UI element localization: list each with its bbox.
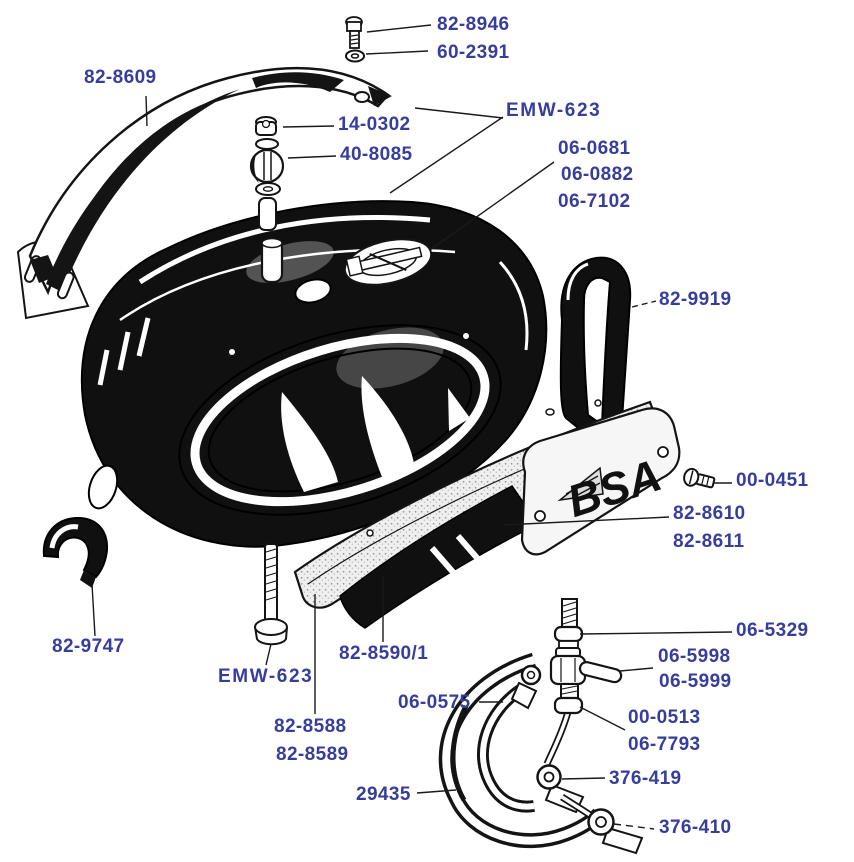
part-label-82-9919: 82-9919 [659,289,732,310]
part-label-06-5998: 06-5998 [658,646,731,667]
part-label-82-8611: 82-8611 [673,531,745,552]
part-label-06-0681: 06-0681 [558,138,631,159]
rubber-pad-drawing [42,516,109,588]
part-label-82-8590-1: 82-8590/1 [339,643,429,664]
part-label-14-0302: 14-0302 [338,114,411,135]
part-label-376-419: 376-419 [609,768,682,789]
part-label-82-8588: 82-8588 [274,716,347,737]
badge-plate-drawing: BSA [520,407,681,556]
part-label-82-8589: 82-8589 [276,744,349,765]
fuel-pipes-drawing [438,652,644,855]
part-label-82-8610: 82-8610 [673,503,746,524]
part-label-06-7102: 06-7102 [558,191,631,212]
knee-grip-drawing [559,256,632,441]
screw-82-8946-drawing [345,16,363,49]
part-label-00-0451: 00-0451 [736,470,809,491]
chrome-strip-drawing [16,66,392,320]
leader-lines [91,24,733,830]
fuel-tap-drawing [549,598,623,715]
part-label-06-0575: 06-0575 [398,692,471,713]
part-label-82-9747: 82-9747 [52,636,125,657]
part-label-29435: 29435 [356,784,411,805]
part-label-06-7793: 06-7793 [628,734,701,755]
part-label-00-0513: 00-0513 [628,707,701,728]
bolt-emw-623-drawing [254,543,288,646]
part-label-06-5999: 06-5999 [659,671,732,692]
part-label-emw-623-bolt: EMW-623 [218,666,314,687]
part-label-06-0882: 06-0882 [561,164,634,185]
part-label-emw-623-top: EMW-623 [506,100,602,121]
bsa-wing-emblem [557,466,604,502]
part-label-376-410: 376-410 [659,817,732,838]
part-label-40-8085: 40-8085 [340,144,413,165]
washer-60-2391-drawing [345,49,365,63]
buffer-stack-drawing [249,116,285,284]
part-label-60-2391: 60-2391 [437,42,510,63]
screw-00-0451-drawing [683,467,716,489]
part-label-82-8946: 82-8946 [437,14,510,35]
part-label-06-5329: 06-5329 [736,620,809,641]
part-label-82-8609: 82-8609 [84,67,157,88]
